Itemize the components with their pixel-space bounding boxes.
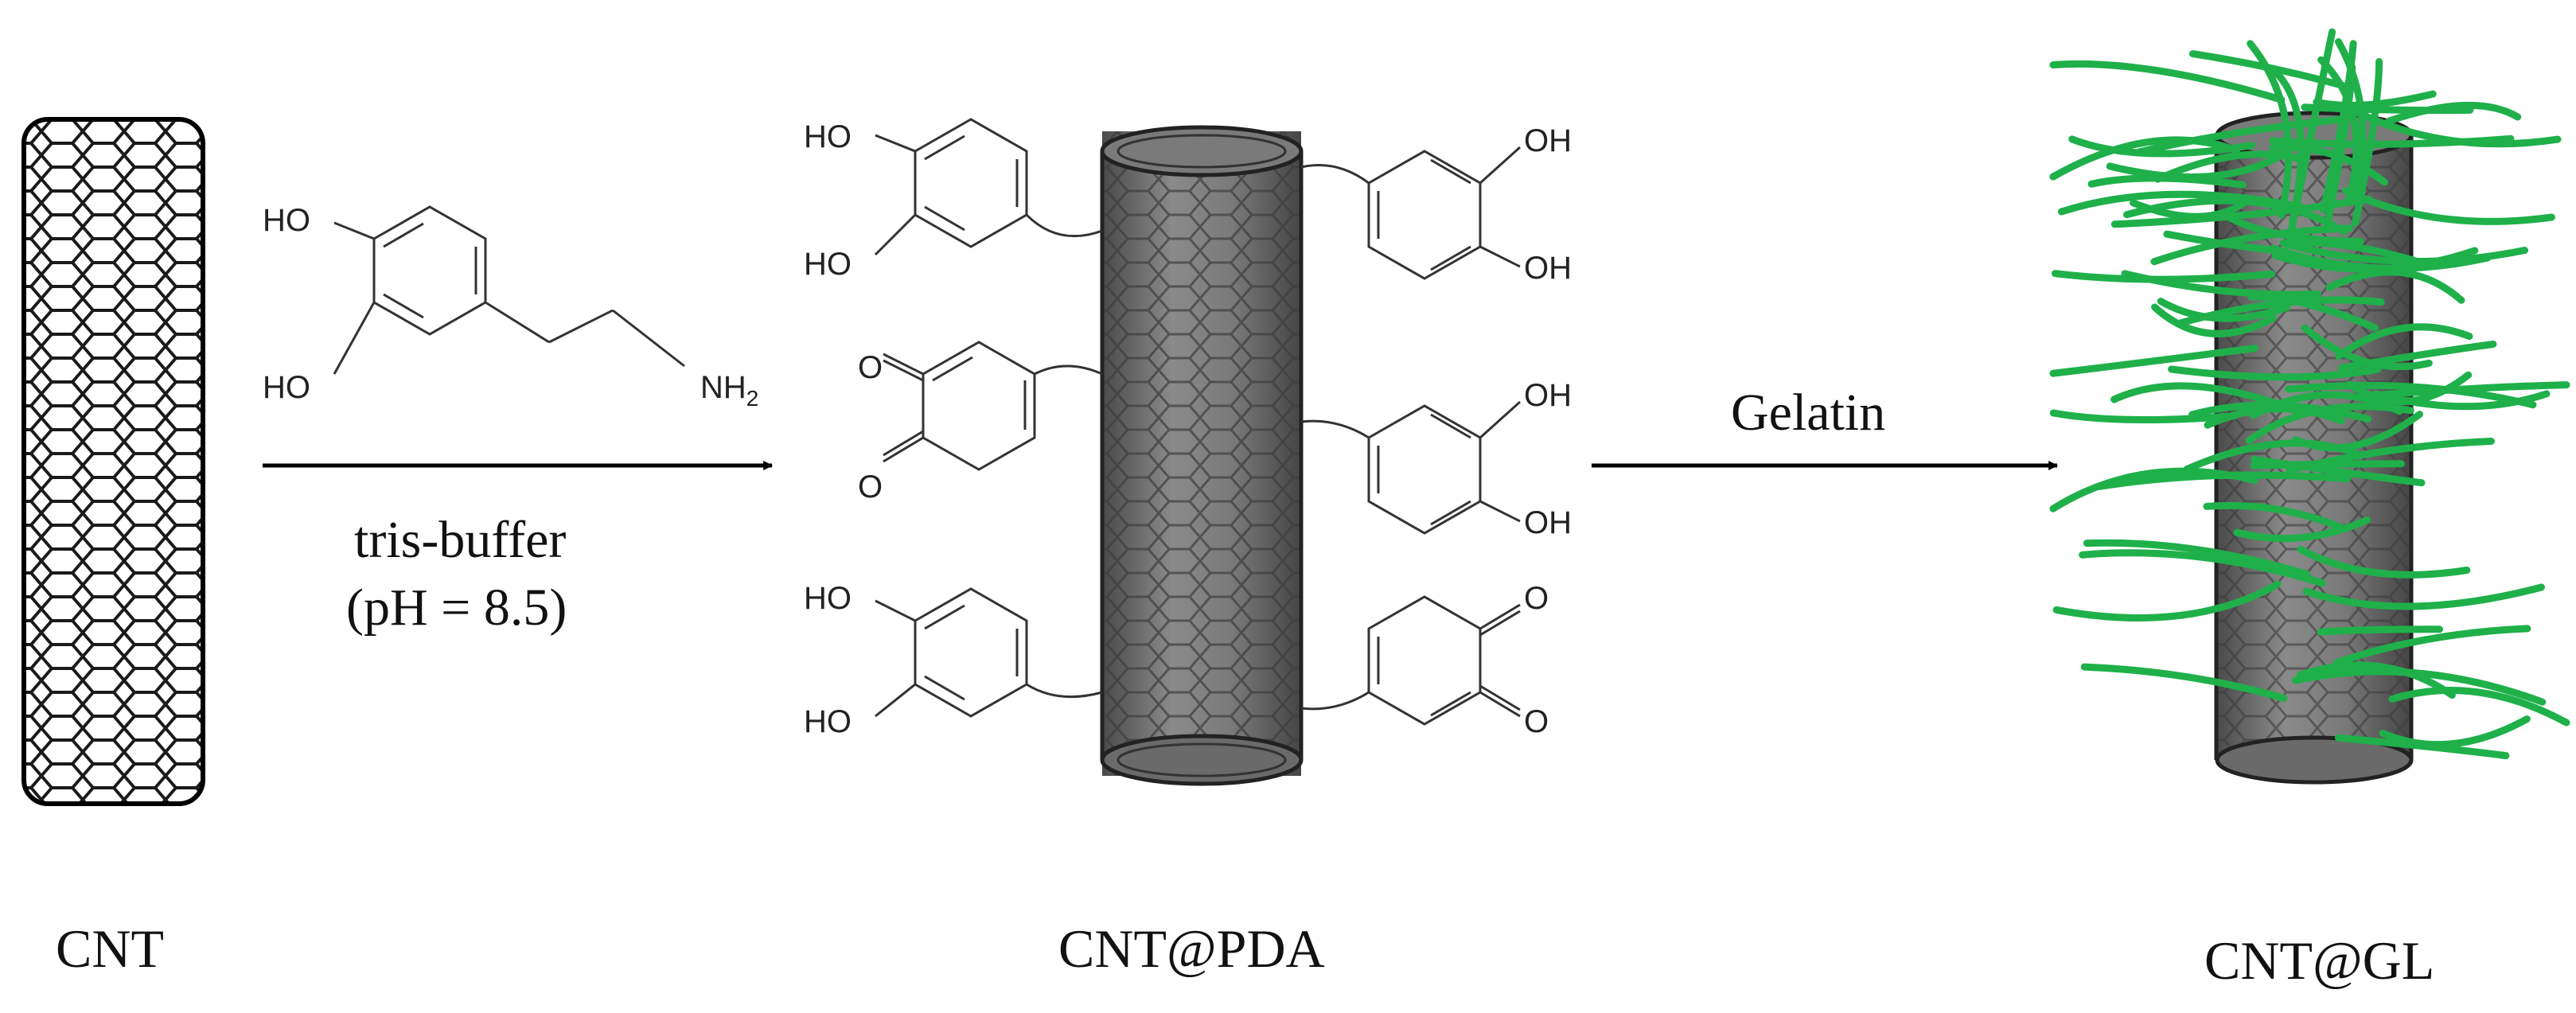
gelatin-strand (2079, 549, 2327, 587)
dopamine-molecule (333, 205, 685, 375)
cnt-pda-tube (1100, 125, 1304, 786)
gelatin-strand (2279, 240, 2528, 265)
gelatin-strand (2233, 516, 2371, 543)
gelatin-strand (2049, 136, 2240, 181)
gelatin-strand (2058, 190, 2305, 216)
gelatin-strand (2285, 381, 2537, 409)
left-top-ho-1: HO (804, 119, 852, 154)
right-bottom-o-1: O (1524, 581, 1549, 616)
reagent-tris-buffer: tris-buffer (354, 511, 566, 569)
dopamine-nh2: NH2 (700, 370, 758, 411)
gelatin-strand (2325, 268, 2465, 304)
right-bottom-o-2: O (1524, 704, 1549, 739)
gelatin-strand (2301, 103, 2474, 115)
pda-left-catechol-bottom (875, 587, 1103, 718)
cnt-label: CNT (56, 918, 164, 979)
gelatin-strand (2283, 239, 2425, 267)
left-mid-o-1: O (858, 350, 883, 385)
gelatin-strand (2188, 50, 2354, 92)
gelatin-strand (2345, 371, 2473, 405)
gelatin-strand (2319, 40, 2357, 214)
gelatin-strand (2317, 625, 2443, 636)
right-mid-oh-2: OH (1524, 505, 1572, 540)
gelatin-strand (2247, 40, 2293, 219)
right-top-oh-1: OH (1524, 123, 1572, 158)
gelatin-strand (2270, 67, 2305, 227)
gelatin-strand (2302, 583, 2545, 610)
right-mid-oh-1: OH (1524, 378, 1572, 413)
dopamine-ho-top: HO (263, 203, 310, 238)
pda-right-catechol-mid (1300, 400, 1522, 535)
gelatin-strand (2332, 625, 2531, 667)
gelatin-strand (2269, 244, 2492, 272)
gelatin-strand (2245, 403, 2414, 445)
reagent-ph: (pH = 8.5) (346, 579, 567, 637)
gelatin-strand (2110, 382, 2302, 415)
gelatin-strand (2301, 324, 2433, 371)
left-bottom-ho-1: HO (804, 581, 852, 616)
gelatin-strand (2110, 195, 2372, 228)
gelatin-strand (2352, 57, 2383, 227)
left-top-ho-2: HO (804, 247, 852, 282)
gelatin-strand (2203, 501, 2346, 532)
gelatin-strand (2157, 298, 2291, 322)
left-mid-o-2: O (858, 469, 883, 505)
dopamine-ho-bottom: HO (263, 370, 310, 405)
gelatin-strand (2372, 381, 2570, 399)
gelatin-strand (2121, 270, 2321, 298)
gelatin-strand (2168, 365, 2382, 381)
gelatin-strand (2296, 661, 2456, 699)
gelatin-strand (2049, 409, 2239, 424)
pda-right-quinone-bottom (1300, 595, 1521, 726)
cnt-nanotube (21, 117, 205, 806)
pda-right-catechol-top (1300, 146, 1522, 280)
gelatin-strand (2335, 38, 2367, 205)
gelatin-strand (2080, 663, 2288, 702)
reagent-gelatin: Gelatin (1731, 384, 1885, 442)
gelatin-strand (2049, 345, 2258, 377)
gelatin-strand (2385, 101, 2522, 125)
gelatin-strand (2292, 668, 2547, 706)
pda-left-catechol-top (874, 118, 1103, 256)
right-top-oh-2: OH (1524, 251, 1572, 286)
gelatin-strand (2379, 715, 2531, 749)
gelatin-strand (2106, 150, 2287, 181)
pda-left-quinone-mid (883, 341, 1103, 471)
gelatin-strand (2049, 60, 2286, 103)
gelatin-strand (2052, 580, 2282, 621)
gelatin-strands (2049, 28, 2570, 760)
gelatin-strand (2083, 539, 2311, 579)
gelatin-strand (2388, 687, 2570, 727)
gelatin-strand (2095, 471, 2352, 491)
gelatin-strand (2151, 303, 2278, 337)
gelatin-strand (2335, 323, 2473, 360)
gelatin-strand (2313, 90, 2437, 109)
cnt-pda-label: CNT@PDA (1058, 918, 1325, 979)
gelatin-strand (2317, 56, 2360, 204)
gelatin-strand (2297, 545, 2471, 579)
gelatin-strand (2250, 460, 2405, 469)
cnt-gl-label: CNT@GL (2204, 930, 2434, 991)
left-bottom-ho-2: HO (804, 704, 852, 739)
gelatin-strand (2183, 439, 2364, 473)
